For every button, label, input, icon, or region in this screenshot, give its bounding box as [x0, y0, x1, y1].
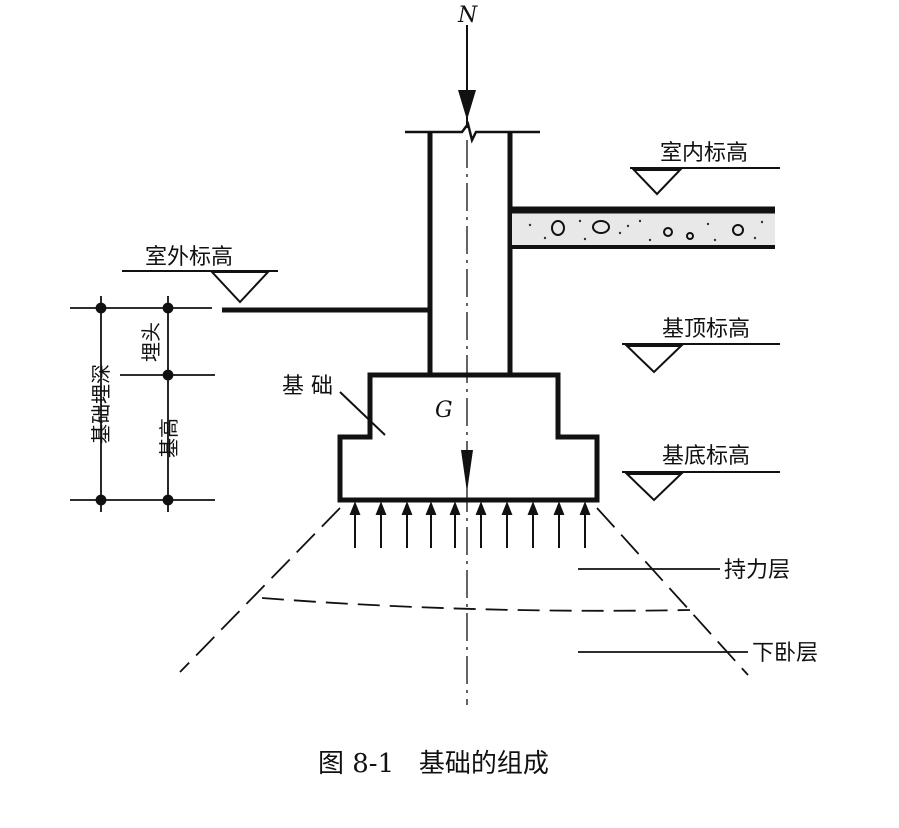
- elevation-marker-outdoor: [122, 270, 278, 304]
- label-foundation-height: 基高: [157, 418, 181, 458]
- column: [405, 121, 540, 375]
- elevation-marker-foundation-top: [622, 343, 780, 374]
- foundation-leader: [339, 391, 386, 436]
- dimension-lines: [70, 296, 215, 512]
- label-outdoor-elevation: 室外标高: [145, 245, 233, 270]
- elevation-marker-foundation-bottom: [622, 471, 780, 502]
- label-foundation-top-elevation: 基顶标高: [662, 317, 750, 342]
- footing: [337, 372, 600, 503]
- elevation-marker-indoor: [630, 167, 780, 196]
- label-indoor-elevation: 室内标高: [660, 141, 748, 166]
- label-bearing-layer: 持力层: [724, 558, 790, 583]
- label-underlying-layer: 下卧层: [752, 641, 818, 666]
- label-cover-depth: 埋头: [139, 322, 163, 362]
- label-foundation-bottom-elevation: 基底标高: [662, 444, 750, 469]
- weight-arrow-g: [461, 450, 473, 492]
- figure-caption: 图 8-1 基础的组成: [318, 749, 549, 779]
- floor-slab: [512, 206, 775, 249]
- stress-diffusion-lines: [179, 507, 749, 676]
- weight-label-g: G: [435, 398, 453, 423]
- load-arrow-n: [458, 25, 476, 128]
- label-embedment-depth: 基础埋深: [89, 364, 113, 444]
- label-foundation: 基 础: [282, 374, 333, 399]
- soil-reaction-arrows: [349, 501, 591, 548]
- load-label-n: N: [457, 3, 478, 28]
